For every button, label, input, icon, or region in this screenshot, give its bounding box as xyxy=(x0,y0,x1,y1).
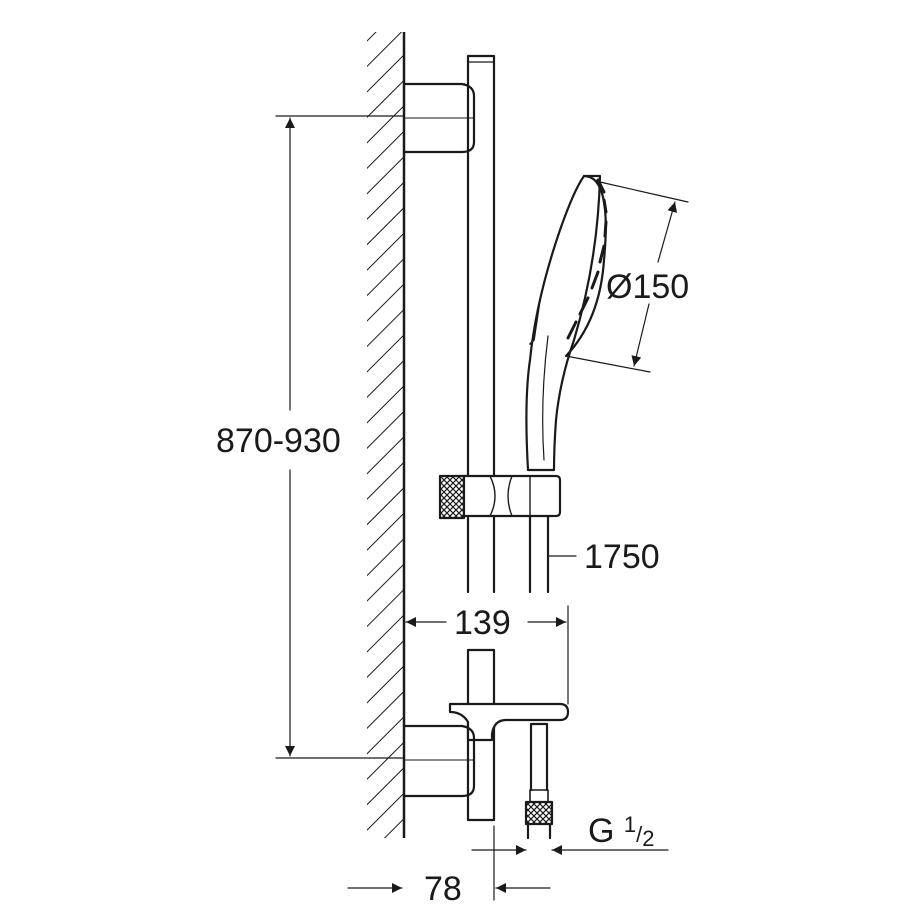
hand-shower-face xyxy=(564,174,607,358)
wall xyxy=(367,32,406,838)
dim-thread-label: G 1/2 xyxy=(588,814,655,850)
wall-hatching xyxy=(367,32,404,838)
dim-wall-offset xyxy=(347,825,551,901)
hand-shower xyxy=(525,174,608,472)
thread-numerator: 1 xyxy=(623,812,637,837)
dim-projection xyxy=(405,605,569,705)
dim-projection-label: 139 xyxy=(454,604,511,642)
hand-shower-body xyxy=(525,174,602,472)
dim-wall-offset-label: 78 xyxy=(424,870,462,908)
dim-hose-length-label: 1750 xyxy=(584,538,660,576)
upper-wall-bracket xyxy=(402,82,476,154)
shower-hose-upper xyxy=(528,514,550,594)
hose-connector xyxy=(524,722,554,840)
dim-head-diameter xyxy=(565,181,689,373)
lower-wall-bracket xyxy=(402,724,476,798)
thread-prefix: G xyxy=(588,812,615,850)
slider-holder xyxy=(438,474,562,520)
thread-slash: / xyxy=(636,822,643,847)
shelf xyxy=(448,702,570,742)
thread-denominator: 2 xyxy=(642,826,655,851)
dim-head-diameter-label: Ø150 xyxy=(606,268,690,306)
dim-bar-length xyxy=(275,115,405,759)
dim-bar-length-label: 870-930 xyxy=(216,422,341,460)
slider-knob xyxy=(438,474,466,520)
